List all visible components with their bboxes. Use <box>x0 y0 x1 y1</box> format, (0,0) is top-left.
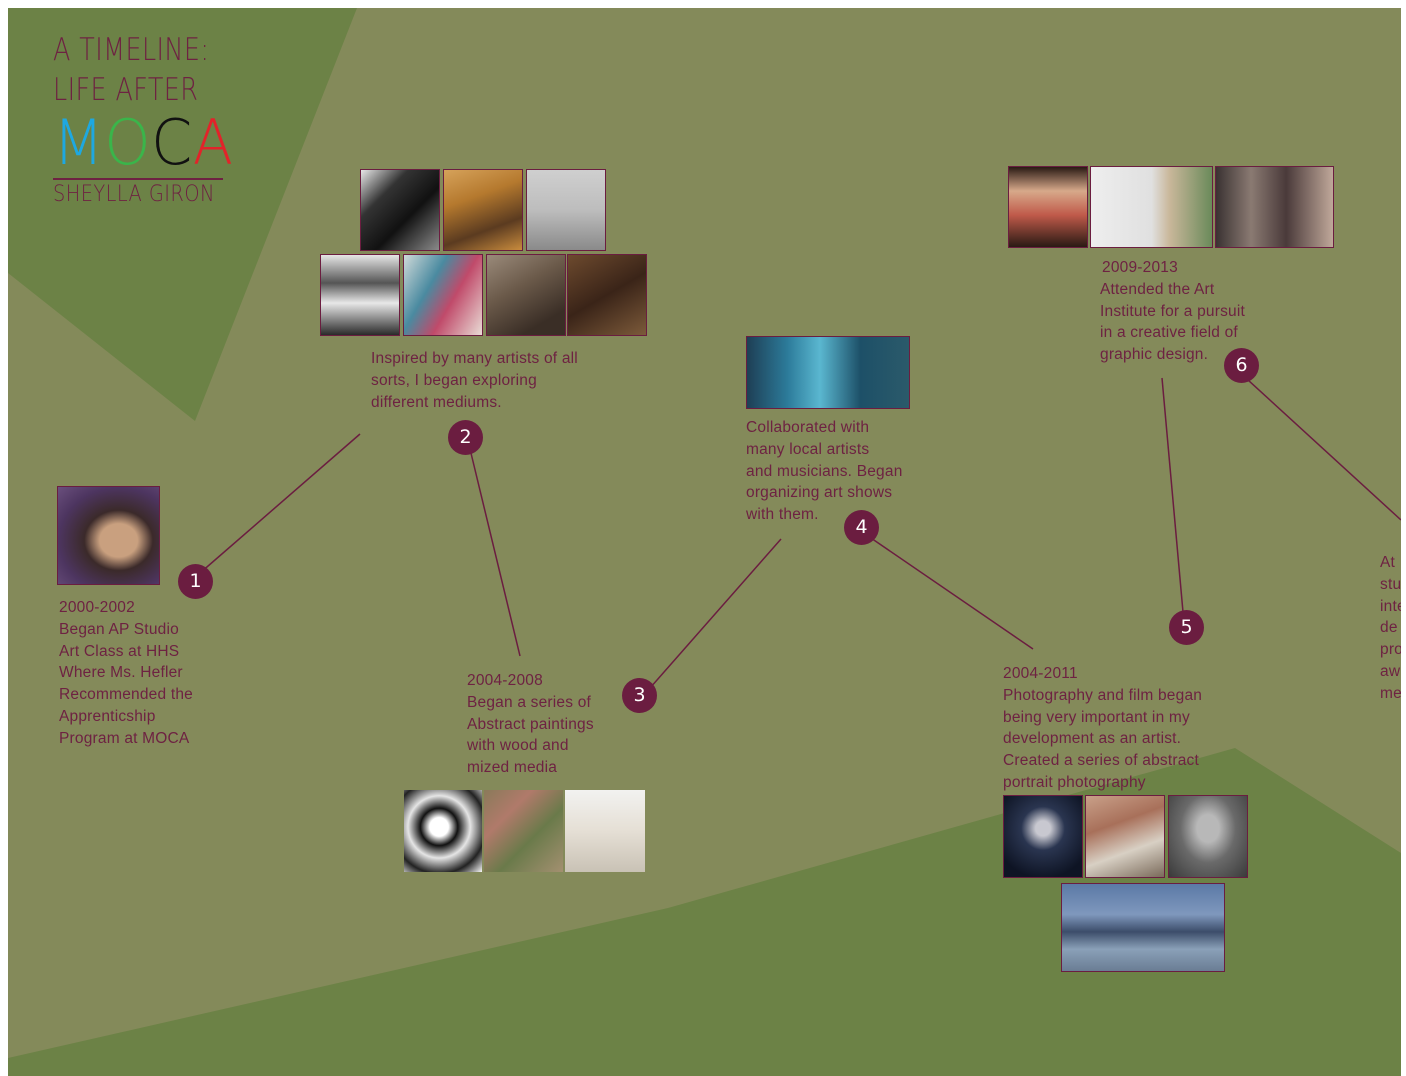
timeline-connectors <box>199 377 1401 689</box>
event-1-line: Program at MOCA <box>59 729 190 747</box>
event-5-line: portrait photography <box>1003 773 1146 791</box>
event-2-line: sorts, I began exploring <box>371 371 537 389</box>
timeline-poster: A TIMELINE: LIFE AFTER MOCA SHEYLLA GIRO… <box>8 8 1401 1076</box>
connector-1-2 <box>199 433 361 574</box>
event-3-line: mized media <box>467 759 558 777</box>
portrait-photography <box>1003 795 1083 878</box>
event-1-line: Where Ms. Hefler <box>59 664 183 682</box>
artist-photo <box>403 254 483 336</box>
timeline-marker-6: 6 <box>1224 348 1259 383</box>
collaboration-photo <box>746 336 910 409</box>
connector-3-4 <box>649 538 782 689</box>
event-3-text: 2004-2008 Began a series of Abstract pai… <box>467 670 594 779</box>
event-6-line: Attended the Art <box>1100 280 1215 298</box>
connector-5-6 <box>1161 377 1184 613</box>
event-5-years: 2004-2011 <box>1003 665 1078 682</box>
portrait-photography <box>1085 795 1165 878</box>
event-4-line: and musicians. Began <box>746 462 903 480</box>
top-left-panel <box>8 8 357 421</box>
abstract-painting <box>404 790 482 872</box>
clipped-line: At <box>1380 554 1396 571</box>
title-divider <box>53 178 223 180</box>
event-6-line: graphic design. <box>1100 346 1209 364</box>
title-line-1: A TIMELINE: <box>53 32 210 68</box>
timeline-marker-2: 2 <box>448 420 483 455</box>
event-1-line: Art Class at HHS <box>59 642 180 660</box>
event-6-line: Institute for a pursuit <box>1100 302 1246 320</box>
event-6-years: 2009-2013 <box>1102 259 1178 276</box>
event-4-line: Collaborated with <box>746 419 870 436</box>
title-line-2: LIFE AFTER <box>53 72 199 108</box>
event-5-text: 2004-2011 Photography and film began bei… <box>1003 663 1202 794</box>
abstract-painting <box>484 790 563 872</box>
design-work <box>1215 166 1334 248</box>
connector-4-5 <box>867 535 1034 650</box>
event-4-text: Collaborated with many local artists and… <box>746 417 903 526</box>
event-3-line: Abstract paintings <box>467 715 594 733</box>
event-4-line: many local artists <box>746 440 870 458</box>
event-7-clipped-text: At stu inte de pro aw me <box>1380 552 1401 705</box>
design-work <box>1090 166 1213 248</box>
portrait-photography <box>1061 883 1225 972</box>
abstract-painting <box>565 790 645 872</box>
event-5-line: Created a series of abstract <box>1003 752 1199 770</box>
clipped-line: inte <box>1380 597 1401 615</box>
connector-2-3 <box>469 448 521 657</box>
poster-title: A TIMELINE: LIFE AFTER MOCA SHEYLLA GIRO… <box>53 30 244 210</box>
event-2-line: different mediums. <box>371 393 502 411</box>
artist-photo <box>360 169 440 251</box>
event-1-years: 2000-2002 <box>59 599 135 616</box>
event-5-line: development as an artist. <box>1003 730 1182 748</box>
timeline-marker-5: 5 <box>1169 610 1204 645</box>
artist-photo <box>443 169 523 251</box>
event-6-line: in a creative field of <box>1100 324 1238 342</box>
timeline-marker-1: 1 <box>178 564 213 599</box>
moca-letter-m: M <box>53 106 105 179</box>
event-4-line: with them. <box>746 506 819 524</box>
moca-letter-a: A <box>192 106 234 179</box>
event-6-text: 2009-2013 Attended the Art Institute for… <box>1100 257 1245 366</box>
event-2-text: Inspired by many artists of all sorts, I… <box>371 348 578 413</box>
event-3-line: with wood and <box>467 737 569 755</box>
event-5-line: being very important in my <box>1003 708 1190 726</box>
clipped-line: stu <box>1380 575 1401 593</box>
moca-letter-o: O <box>104 106 152 179</box>
portrait-photography <box>1168 795 1248 878</box>
moca-logo: MOCA <box>53 110 234 176</box>
event-1-line: Apprenticship <box>59 707 156 725</box>
clipped-line: de <box>1380 619 1398 637</box>
connector-6-7 <box>1247 379 1401 521</box>
event-2-line: Inspired by many artists of all <box>371 350 578 367</box>
event-1-line: Began AP Studio <box>59 620 179 638</box>
event-1-line: Recommended the <box>59 686 193 704</box>
event-3-line: Began a series of <box>467 693 592 711</box>
clipped-line: aw <box>1380 662 1401 680</box>
timeline-marker-3: 3 <box>622 678 657 713</box>
clipped-line: pro <box>1380 641 1401 659</box>
event-5-line: Photography and film began <box>1003 686 1203 704</box>
clipped-line: me <box>1380 684 1401 702</box>
event-1-text: 2000-2002 Began AP Studio Art Class at H… <box>59 597 193 750</box>
event-4-line: organizing art shows <box>746 484 893 502</box>
artist-photo <box>486 254 566 336</box>
artist-photo <box>526 169 606 251</box>
artist-photo <box>320 254 400 336</box>
author-name: SHEYLLA GIRON <box>53 182 215 207</box>
moca-letter-c: C <box>151 106 193 179</box>
timeline-marker-4: 4 <box>844 510 879 545</box>
design-work <box>1008 166 1088 248</box>
event-3-years: 2004-2008 <box>467 672 543 689</box>
artist-photo <box>567 254 647 336</box>
portrait-photo <box>57 486 160 585</box>
